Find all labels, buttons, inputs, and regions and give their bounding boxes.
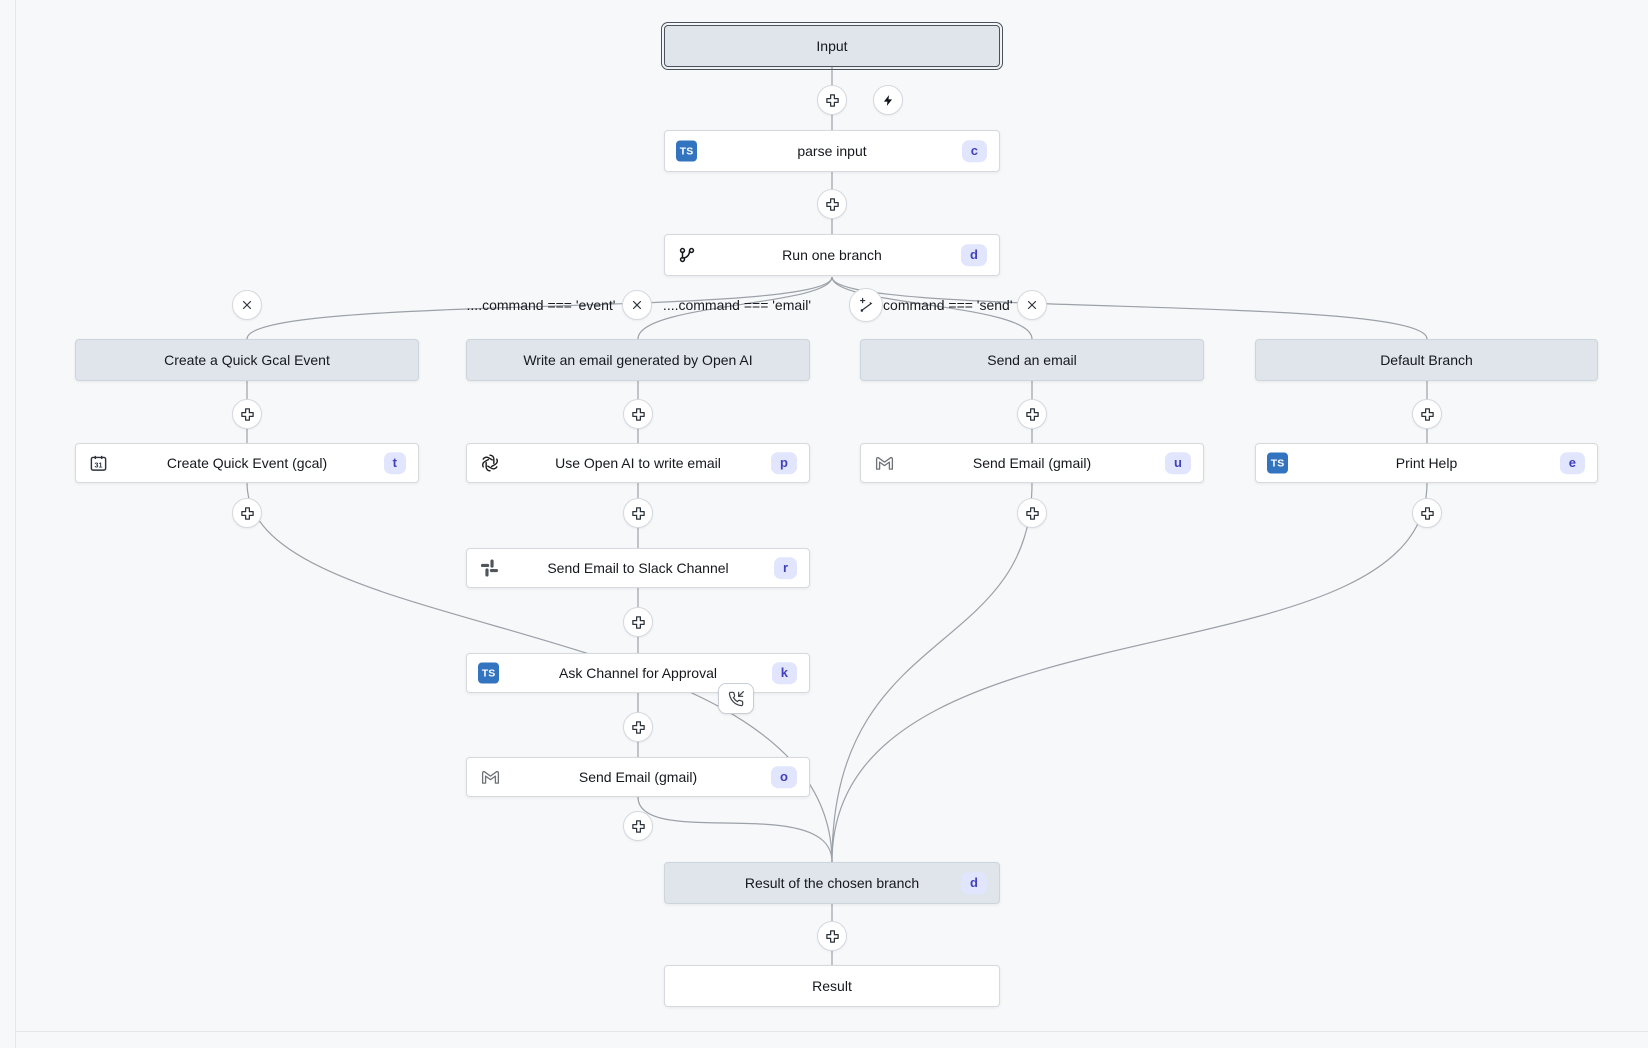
slack-icon — [480, 559, 499, 578]
close-icon — [242, 300, 252, 310]
step-use-openai-write-email[interactable]: Use Open AI to write email p — [466, 443, 810, 483]
plus-icon — [631, 506, 645, 520]
plus-icon — [1025, 506, 1039, 520]
step-parse-input[interactable]: TS parse input c — [664, 130, 1000, 172]
add-step-button[interactable] — [623, 607, 653, 637]
branch-header-openai[interactable]: Write an email generated by Open AI — [466, 339, 810, 381]
plus-icon — [1420, 506, 1434, 520]
add-step-button[interactable] — [817, 85, 847, 115]
step-id-badge: u — [1165, 452, 1191, 474]
branch-condition-send: ....command === 'send' — [867, 297, 1013, 313]
step-id-badge: d — [961, 244, 987, 266]
step-label: Send Email (gmail) — [972, 455, 1092, 471]
delete-branch-button[interactable] — [1017, 290, 1047, 320]
add-step-button[interactable] — [1412, 498, 1442, 528]
plus-icon — [1420, 407, 1434, 421]
result-node-label: Result — [812, 978, 852, 994]
add-step-button[interactable] — [1017, 498, 1047, 528]
input-node-label: Input — [816, 38, 848, 54]
add-step-button[interactable] — [623, 811, 653, 841]
typescript-icon: TS — [478, 662, 499, 684]
plus-icon — [825, 929, 839, 943]
svg-text:31: 31 — [95, 461, 103, 469]
branch-condition-event: ....command === 'event' — [466, 297, 616, 313]
canvas-border-horizontal — [15, 1031, 1648, 1032]
step-label: Create Quick Event (gcal) — [166, 455, 328, 471]
branch-condition-email: ....command === 'email' — [662, 297, 812, 313]
branch-header-label: Default Branch — [1380, 352, 1473, 368]
typescript-icon: TS — [676, 140, 697, 162]
add-step-button[interactable] — [1412, 399, 1442, 429]
branch-header-default[interactable]: Default Branch — [1255, 339, 1598, 381]
phone-incoming-icon — [728, 690, 744, 707]
step-label: Use Open AI to write email — [555, 455, 721, 471]
plus-icon — [825, 93, 839, 107]
plus-icon — [631, 720, 645, 734]
branch-header-label: Create a Quick Gcal Event — [164, 352, 330, 368]
result-node[interactable]: Result — [664, 965, 1000, 1007]
step-label: parse input — [797, 143, 867, 159]
branch-add-icon — [859, 297, 872, 312]
result-branch-label: Result of the chosen branch — [744, 875, 920, 891]
delete-branch-button[interactable] — [232, 290, 262, 320]
add-step-button[interactable] — [623, 712, 653, 742]
plus-icon — [240, 407, 254, 421]
step-print-help[interactable]: TS Print Help e — [1255, 443, 1598, 483]
run-trigger-button[interactable] — [873, 85, 903, 115]
step-send-email-gmail-approval[interactable]: Send Email (gmail) o — [466, 757, 810, 797]
step-id-badge: e — [1559, 452, 1585, 474]
add-step-button[interactable] — [817, 921, 847, 951]
step-id-badge: d — [961, 872, 987, 894]
step-ask-channel-approval[interactable]: TS Ask Channel for Approval k — [466, 653, 810, 693]
step-id-badge: k — [771, 662, 797, 684]
suspend-approval-badge[interactable] — [718, 683, 754, 714]
typescript-icon: TS — [1267, 452, 1288, 474]
add-step-button[interactable] — [817, 189, 847, 219]
branch-header-gcal[interactable]: Create a Quick Gcal Event — [75, 339, 419, 381]
plus-icon — [631, 819, 645, 833]
branch-header-label: Write an email generated by Open AI — [523, 352, 753, 368]
add-step-button[interactable] — [1017, 399, 1047, 429]
branch-header-send-email[interactable]: Send an email — [860, 339, 1204, 381]
input-node[interactable]: Input — [660, 21, 1004, 71]
canvas-border-vertical — [15, 0, 16, 1048]
step-send-email-slack[interactable]: Send Email to Slack Channel r — [466, 548, 810, 588]
step-label: Send Email to Slack Channel — [547, 560, 729, 576]
step-id-badge: t — [383, 452, 406, 474]
plus-icon — [631, 407, 645, 421]
step-id-badge: p — [771, 452, 797, 474]
plus-icon — [631, 615, 645, 629]
plus-icon — [240, 506, 254, 520]
delete-branch-button[interactable] — [622, 290, 652, 320]
gmail-icon — [480, 767, 501, 788]
calendar-icon: 31 — [89, 454, 108, 473]
plus-icon — [1025, 407, 1039, 421]
close-icon — [1027, 300, 1037, 310]
step-label: Send Email (gmail) — [578, 769, 698, 785]
add-branch-button[interactable] — [849, 288, 883, 322]
lightning-icon — [883, 94, 892, 106]
step-send-email-gmail[interactable]: Send Email (gmail) u — [860, 443, 1204, 483]
step-id-badge: c — [961, 140, 987, 162]
step-label: Run one branch — [782, 247, 882, 263]
git-branch-icon — [678, 246, 696, 264]
add-step-button[interactable] — [232, 399, 262, 429]
gmail-icon — [874, 453, 895, 474]
add-step-button[interactable] — [232, 498, 262, 528]
step-label: Ask Channel for Approval — [559, 665, 717, 681]
openai-icon — [480, 453, 500, 473]
step-create-quick-event[interactable]: 31 Create Quick Event (gcal) t — [75, 443, 419, 483]
step-id-badge: r — [773, 557, 797, 579]
result-branch-node[interactable]: Result of the chosen branch d — [664, 862, 1000, 904]
add-step-button[interactable] — [623, 498, 653, 528]
step-run-one-branch[interactable]: Run one branch d — [664, 234, 1000, 276]
step-id-badge: o — [771, 766, 797, 788]
plus-icon — [825, 197, 839, 211]
close-icon — [632, 300, 642, 310]
step-label: Print Help — [1395, 455, 1458, 471]
add-step-button[interactable] — [623, 399, 653, 429]
branch-header-label: Send an email — [987, 352, 1077, 368]
